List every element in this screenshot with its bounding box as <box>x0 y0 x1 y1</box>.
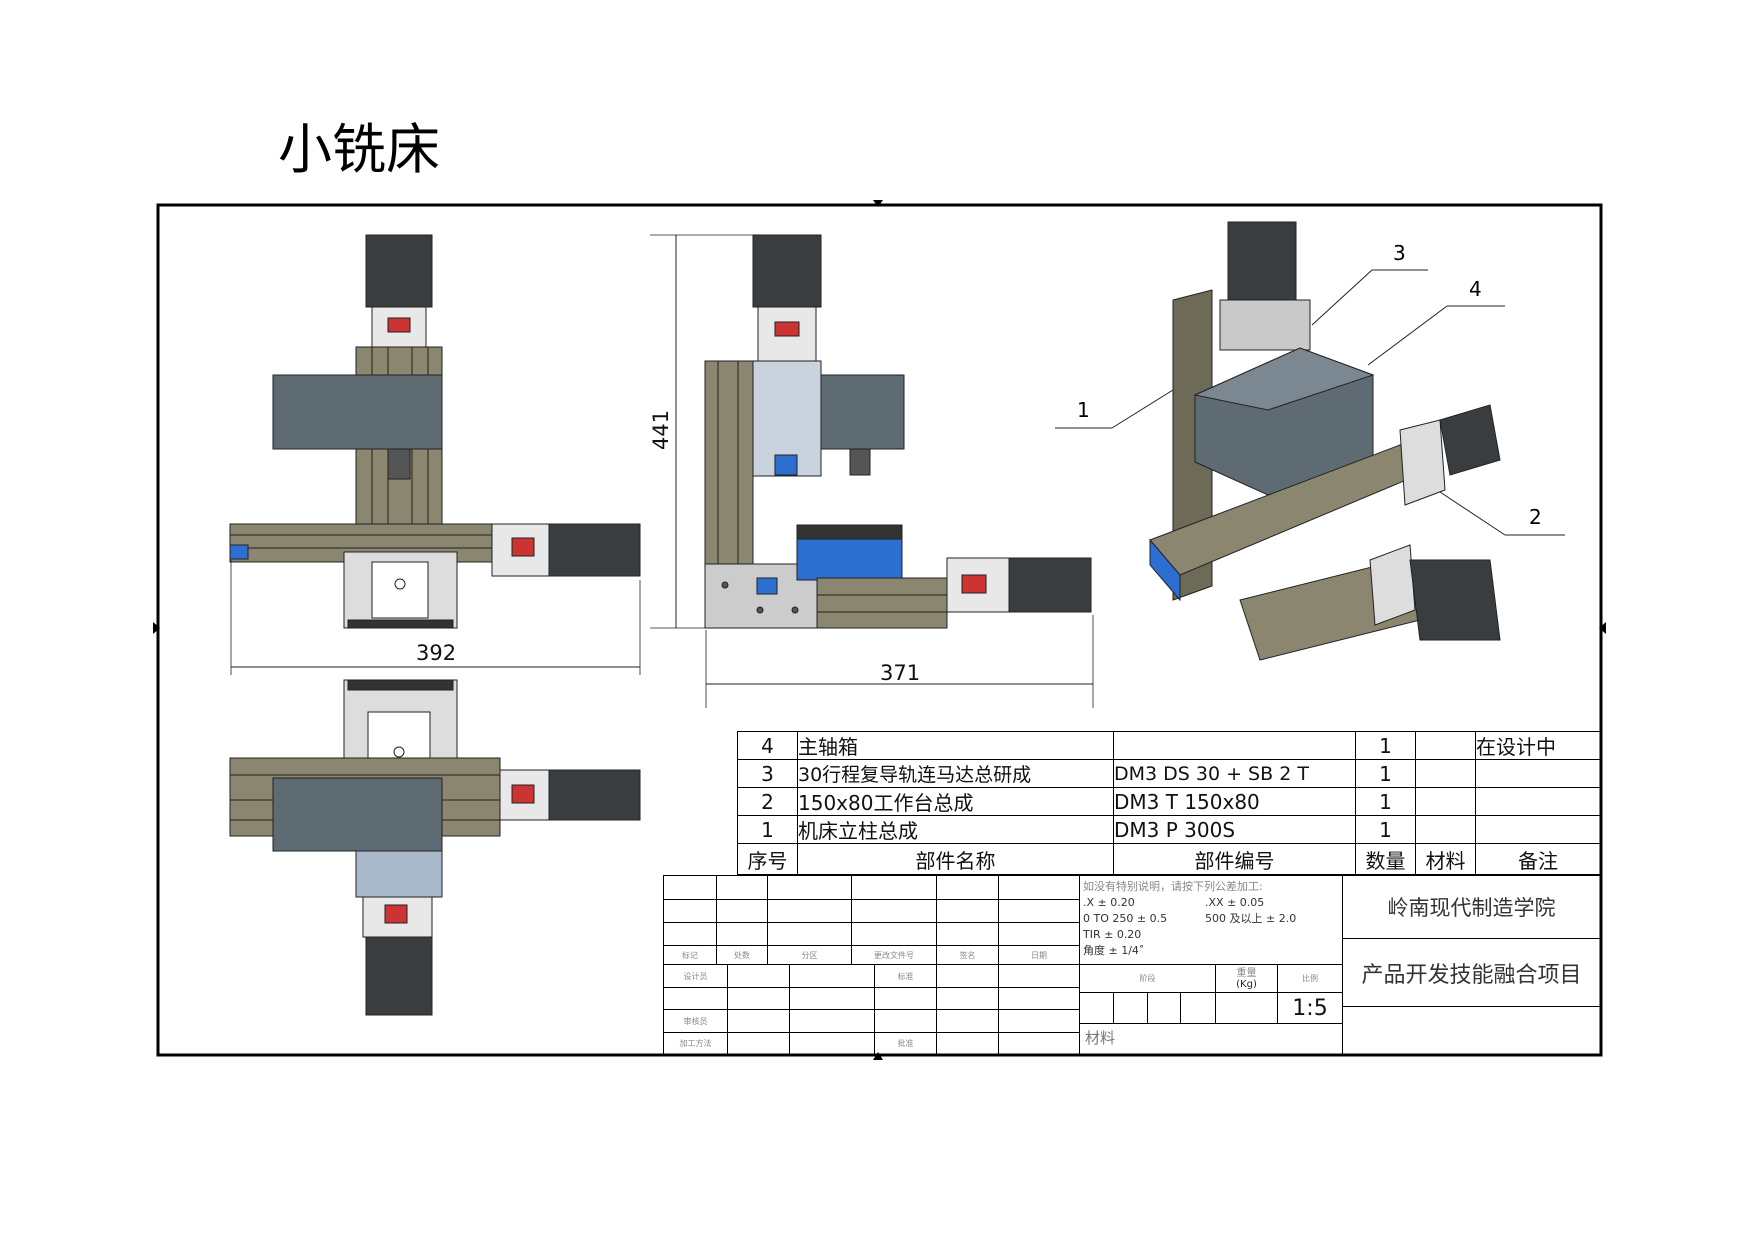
balloon-4: 4 <box>1469 277 1482 301</box>
bom-qty: 1 <box>1355 815 1416 844</box>
weight-label: 重量 <box>1236 967 1257 979</box>
spindle-box <box>272 777 443 852</box>
tolerance-range1: 0 TO 250 ± 0.5 <box>1083 912 1168 925</box>
isometric-view <box>1055 221 1565 661</box>
bottom-view <box>229 679 641 1016</box>
school-name: 岭南现代制造学院 <box>1342 875 1601 939</box>
rev-header: 签名 <box>936 945 999 965</box>
motor-body <box>548 523 641 577</box>
rev-header: 日期 <box>998 945 1080 965</box>
dimension-371: 371 <box>880 661 920 685</box>
bom-header-note: 备注 <box>1475 843 1601 875</box>
bom-name: 机床立柱总成 <box>797 815 1114 844</box>
bom-header-part-no: 部件编号 <box>1113 843 1356 875</box>
tolerance-heading: 如没有特别说明，请按下列公差加工: <box>1083 880 1263 893</box>
dimension-392: 392 <box>416 641 456 665</box>
motor-body <box>1008 557 1092 613</box>
side-view <box>650 234 1094 708</box>
leader-line <box>1439 491 1506 536</box>
coupling <box>371 306 427 348</box>
motor-body <box>365 936 433 1016</box>
bom-qty: 1 <box>1355 787 1416 816</box>
bom-header-no: 序号 <box>737 843 798 875</box>
leader-line <box>1367 305 1448 366</box>
bom-note <box>1475 787 1601 816</box>
bom-no: 1 <box>737 815 798 844</box>
rev-header: 处数 <box>716 945 768 965</box>
rev-header: 标记 <box>663 945 717 965</box>
motor-body <box>752 234 822 308</box>
page-title: 小铣床 <box>278 118 440 181</box>
center-mark-left <box>153 622 160 634</box>
y-rail <box>816 577 948 629</box>
bom-no: 3 <box>737 759 798 788</box>
designer-label: 设计员 <box>663 964 728 988</box>
bom-material <box>1415 731 1476 760</box>
bom-note <box>1475 759 1601 788</box>
bom-part-no <box>1113 731 1356 760</box>
motor-body <box>1227 221 1297 311</box>
motor-body <box>1409 559 1501 641</box>
balloon-3: 3 <box>1393 241 1406 265</box>
balloon-1: 1 <box>1077 398 1090 422</box>
bom-part-no: DM3 P 300S <box>1113 815 1356 844</box>
bom-no: 2 <box>737 787 798 816</box>
bom-note: 在设计中 <box>1475 731 1601 760</box>
rev-header: 分区 <box>767 945 852 965</box>
weight-unit: (Kg) <box>1236 978 1257 990</box>
center-mark-bottom <box>873 1052 883 1060</box>
bom-material <box>1415 787 1476 816</box>
scale-value: 1:5 <box>1277 992 1343 1024</box>
bom-no: 4 <box>737 731 798 760</box>
bom-header-qty: 数量 <box>1355 843 1416 875</box>
column <box>704 360 754 565</box>
bom-name: 主轴箱 <box>797 731 1114 760</box>
bom-note <box>1475 815 1601 844</box>
bom-part-no: DM3 T 150x80 <box>1113 787 1356 816</box>
blank-cell <box>1342 1006 1601 1055</box>
approve-label: 批准 <box>874 1032 937 1055</box>
dimension-441: 441 <box>649 410 673 450</box>
bom-qty: 1 <box>1355 759 1416 788</box>
bom-material <box>1415 815 1476 844</box>
material-label: 材料 <box>1079 1023 1343 1055</box>
bom-header-material: 材料 <box>1415 843 1476 875</box>
motor-body <box>365 234 433 308</box>
bom-qty: 1 <box>1355 731 1416 760</box>
weight-label-cell: 重量 (Kg) <box>1215 964 1278 993</box>
tolerance-range2: 500 及以上 ± 2.0 <box>1205 912 1297 925</box>
tolerance-angle: 角度 ± 1/4˚ <box>1083 944 1145 957</box>
project-name: 产品开发技能融合项目 <box>1342 938 1601 1007</box>
bom-name: 150x80工作台总成 <box>797 787 1114 816</box>
bom-header-name: 部件名称 <box>797 843 1114 875</box>
stage-label: 阶段 <box>1079 964 1216 993</box>
bom-name: 30行程复导轨连马达总研成 <box>797 759 1114 788</box>
tolerance-xx: .XX ± 0.05 <box>1205 896 1265 909</box>
process-label: 加工方法 <box>663 1032 728 1055</box>
checker-label: 审核员 <box>663 1009 728 1033</box>
top-view <box>229 234 641 675</box>
motor-body <box>1439 404 1501 476</box>
balloon-2: 2 <box>1529 505 1542 529</box>
center-mark-top <box>873 200 883 207</box>
bom-part-no: DM3 DS 30 + SB 2 T <box>1113 759 1356 788</box>
scale-label: 比例 <box>1277 964 1343 993</box>
tolerance-tir: TIR ± 0.20 <box>1083 928 1142 941</box>
leader-line <box>1311 269 1373 326</box>
center-mark-right <box>1599 622 1606 634</box>
motor-body <box>548 769 641 821</box>
standard-label: 标准 <box>874 964 937 988</box>
bom-material <box>1415 759 1476 788</box>
tolerance-x: .X ± 0.20 <box>1083 896 1135 909</box>
spindle-box <box>820 374 905 450</box>
rev-header: 更改文件号 <box>851 945 937 965</box>
spindle-box <box>272 374 443 450</box>
